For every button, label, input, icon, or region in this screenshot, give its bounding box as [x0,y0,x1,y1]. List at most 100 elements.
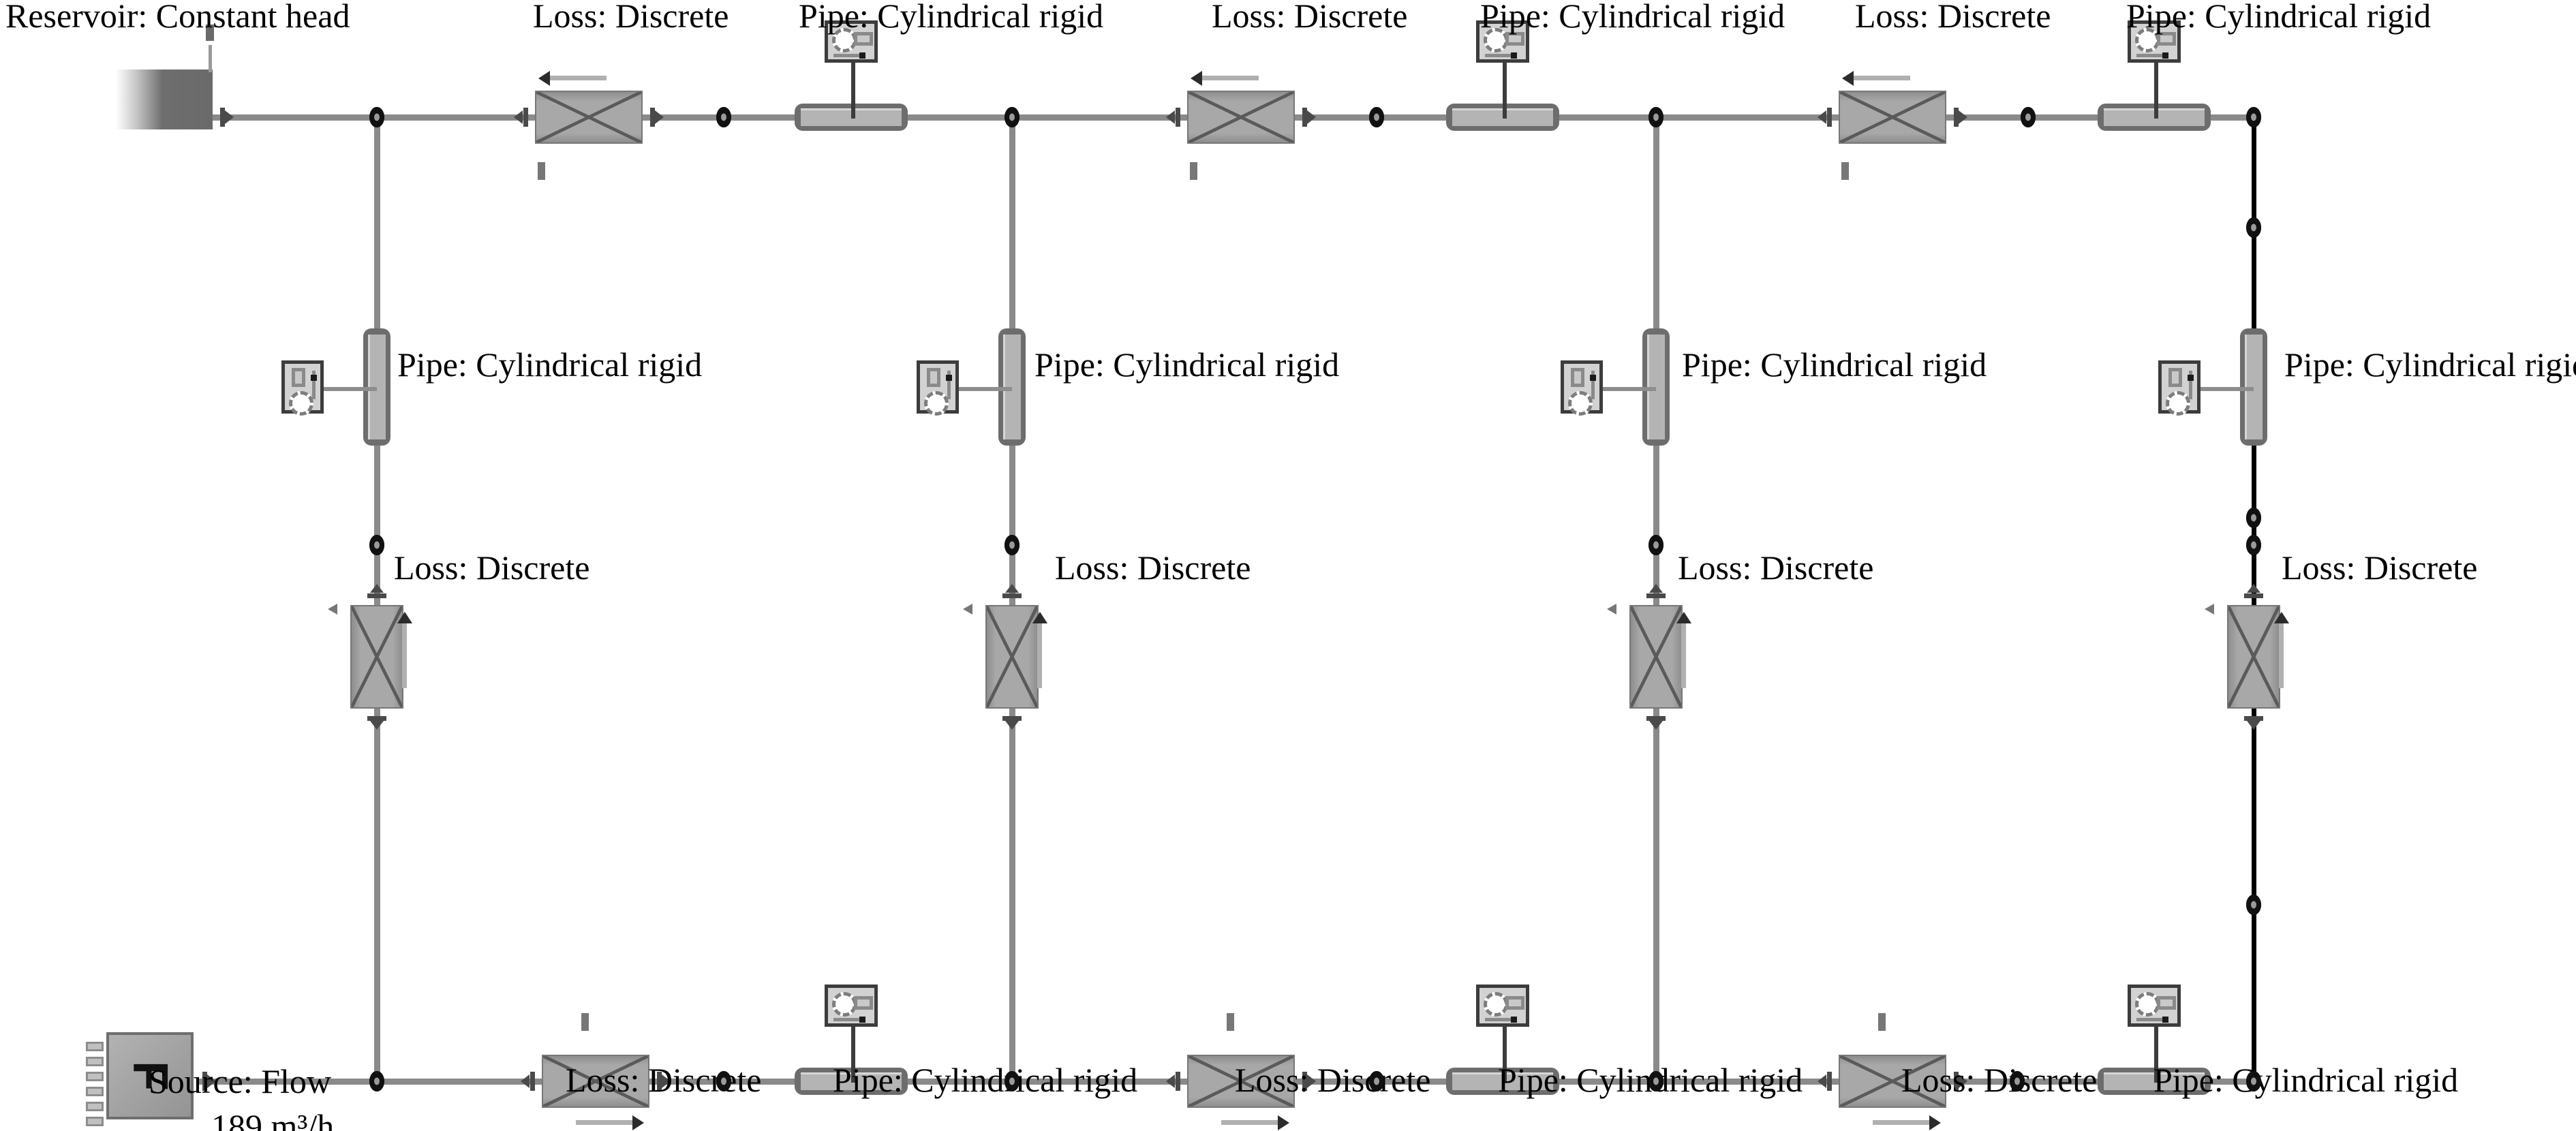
arrow-head [1032,612,1047,623]
loss-discrete-block[interactable] [535,91,643,144]
arrow-head [1191,71,1202,86]
circle-section-icon [832,992,857,1017]
column-1-wire [374,117,380,1081]
pipe-cylindrical-rigid-block[interactable] [363,328,390,446]
pipe-cross-section-icon[interactable] [2128,985,2181,1027]
port-tip [1005,584,1019,593]
junction-node-top[interactable] [369,107,384,127]
arrow-shaft [1852,76,1910,80]
connector-tab [86,1072,104,1081]
port-tip [1959,1074,1967,1088]
pipe-cross-section-icon[interactable] [2158,360,2201,416]
source-flow-block[interactable]: F [86,1032,194,1126]
dimension-line [1485,1018,1514,1021]
selected-column-node[interactable] [2246,217,2261,238]
port-bar [202,1072,207,1091]
port-bar [220,108,225,127]
pipe-cross-section-icon[interactable] [1476,985,1529,1027]
arrow-shaft [1873,1120,1931,1125]
loss-port-marker [1607,604,1616,615]
reservoir-constant-head-block[interactable] [116,69,213,129]
pipe-label: Pipe: Cylindrical rigid [799,0,1104,35]
pipe-cross-section-icon[interactable] [281,360,324,416]
rect-section-icon [2157,32,2176,46]
junction-node-bottom[interactable] [1649,1071,1663,1091]
dimension-dot [1511,52,1517,59]
circle-section-icon [289,391,313,416]
loss-discrete-block[interactable] [542,1055,649,1108]
loss-flow-arrow-right [576,1115,644,1130]
loss-discrete-block[interactable] [1187,91,1295,144]
circle-section-icon [832,28,857,52]
inline-node[interactable] [2021,107,2036,127]
arrow-head [538,71,550,86]
loss-discrete-block[interactable] [1839,1055,1946,1108]
loss-discrete-block[interactable] [1839,91,1946,144]
loss-discrete-block[interactable] [350,605,403,709]
rect-section-icon [854,996,873,1010]
loss-label: Loss: Discrete [1678,548,1874,587]
connection-node[interactable] [1005,535,1019,555]
pipe-icon-stem [1503,63,1507,119]
arrow-head [1676,612,1691,623]
arrow-head [1278,1115,1289,1130]
pipe-cross-section-icon[interactable] [2128,20,2181,63]
inline-node[interactable] [1369,107,1384,127]
pipe-cross-section-icon[interactable] [917,360,959,416]
dimension-line [833,54,862,57]
loss-flow-arrow-right [1873,1115,1941,1130]
arrow-head [632,1115,644,1130]
junction-node-top[interactable] [1005,107,1019,127]
port-tip [1818,1074,1826,1088]
selected-column-node[interactable] [2246,508,2261,528]
loss-label: Loss: Discrete [533,0,729,35]
port-tip [2247,721,2260,730]
pipe-icon-stem [851,1027,855,1083]
connection-node[interactable] [369,535,384,555]
port-bar [1176,1072,1180,1091]
pipe-icon-stem [2154,63,2158,119]
connection-node[interactable] [1649,535,1663,555]
loss-port-marker [581,1013,589,1031]
reservoir-label: Reservoir: Constant head [5,0,350,35]
inline-node[interactable] [716,1071,731,1091]
port-tip [207,1074,216,1088]
junction-node-bottom[interactable] [1005,1071,1019,1091]
dimension-dot [2188,375,2194,381]
arrow-head [1842,71,1854,86]
loss-label: Loss: Discrete [1212,0,1408,35]
arrow-head [1929,1115,1941,1130]
port-bar [367,593,386,598]
inline-node[interactable] [2010,1071,2025,1091]
junction-node-top[interactable] [1649,107,1663,127]
pipe-cross-section-icon[interactable] [1561,360,1603,416]
pipe-icon-stem [2154,1027,2158,1083]
pipe-cross-section-icon[interactable] [825,20,878,63]
inline-node[interactable] [716,107,731,127]
connection-node[interactable] [2246,535,2261,555]
connector-tab [86,1102,104,1111]
junction-node-top[interactable] [2246,107,2261,127]
port-bar [1302,1072,1307,1091]
loss-discrete-block[interactable] [1187,1055,1295,1108]
junction-node-bottom[interactable] [2246,1071,2261,1091]
loss-discrete-block[interactable] [985,605,1039,709]
junction-node-bottom[interactable] [369,1071,384,1091]
loss-discrete-block[interactable] [2227,605,2280,709]
dimension-line [2136,1018,2165,1021]
arrow-shaft [1681,621,1686,688]
rect-section-icon [2157,996,2176,1010]
pipe-icon-stem [1503,1027,1507,1083]
pipe-cross-section-icon[interactable] [1476,20,1529,63]
selected-column-node[interactable] [2246,895,2261,915]
loss-discrete-block[interactable] [1629,605,1683,709]
port-bar [523,108,528,127]
loss-port-marker [2205,604,2214,615]
dimension-line [833,1018,862,1021]
arrow-shaft [576,1120,634,1125]
pipe-cross-section-icon[interactable] [825,985,878,1027]
inline-node[interactable] [1369,1071,1384,1091]
loss-flow-arrow-left [1842,71,1910,86]
dimension-dot [2162,1017,2168,1023]
